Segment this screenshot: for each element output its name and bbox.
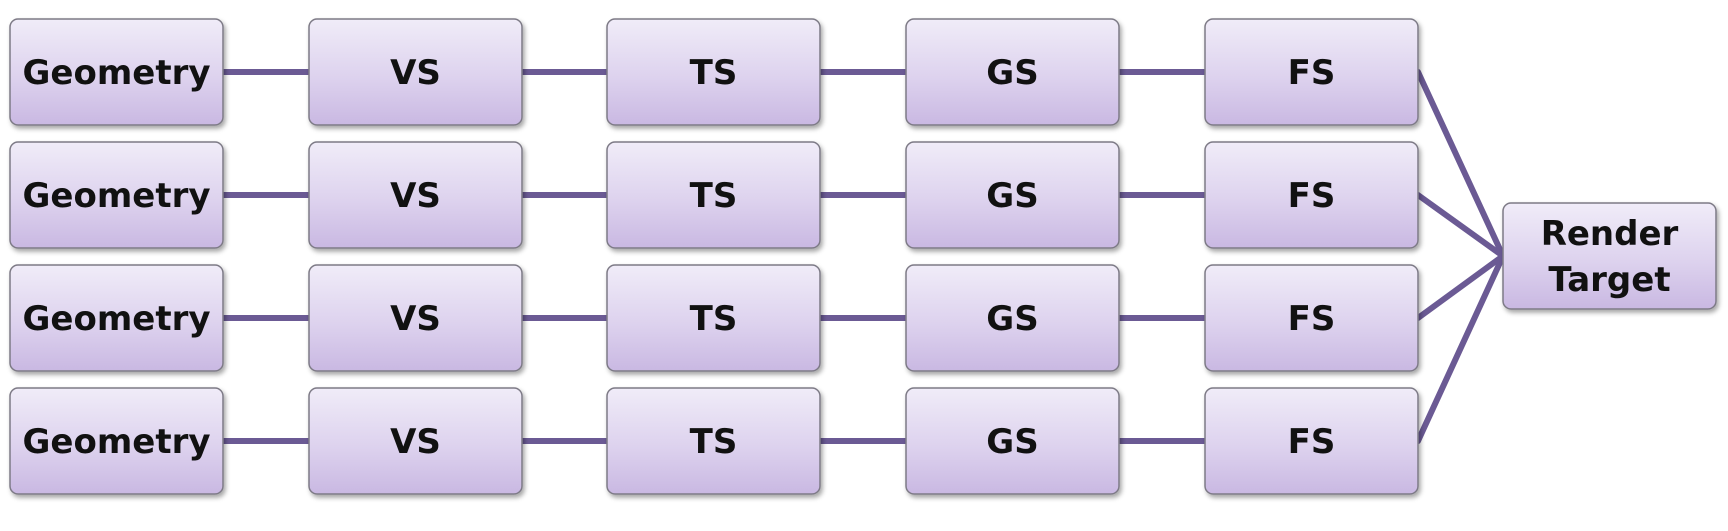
stage-box-row2-col3: TS [606,141,821,249]
stage-box-row4-col3: TS [606,387,821,495]
stage-box-row4-col2: VS [308,387,523,495]
stage-label: GS [986,299,1038,339]
fan-in-connector-row3 [1415,253,1506,321]
stage-box-row2-col5-shape [1204,141,1419,249]
stage-label: GS [986,53,1038,93]
fan-in-connector-row4 [1415,253,1506,444]
stage-box-row1-col4: GS [905,18,1120,126]
stage-box-row4-col5: FS [1204,387,1419,495]
stage-box-row3-col4-shape [905,264,1120,372]
stage-box-row2-col1-shape [9,141,224,249]
stage-box-row3-col1-shape [9,264,224,372]
stage-label: GS [986,422,1038,462]
stage-box-row4-col5-shape [1204,387,1419,495]
stage-box-row1-col4-shape [905,18,1120,126]
stage-box-row3-col1: Geometry [9,264,224,372]
stage-box-row3-col2: VS [308,264,523,372]
stage-box-row3-col3-shape [606,264,821,372]
stage-label: FS [1288,53,1336,93]
stage-box-row4-col3-shape [606,387,821,495]
stage-label: TS [690,299,738,339]
connector-layer [220,69,1506,444]
stage-box-row1-col1-shape [9,18,224,126]
stage-label: VS [390,422,441,462]
stage-label: TS [690,422,738,462]
fan-in-connector-row2 [1415,192,1506,259]
stage-label: Geometry [23,176,211,216]
stage-box-row4-col1-shape [9,387,224,495]
stage-box-row1-col1: Geometry [9,18,224,126]
stage-box-row3-col2-shape [308,264,523,372]
stage-box-row1-col2: VS [308,18,523,126]
stage-box-row1-col2-shape [308,18,523,126]
stage-label: Geometry [23,299,211,339]
stage-box-row4-col4: GS [905,387,1120,495]
stage-box-row4-col2-shape [308,387,523,495]
stage-box-row1-col3: TS [606,18,821,126]
stage-label: VS [390,299,441,339]
stage-label: TS [690,176,738,216]
stage-box-row2-col2: VS [308,141,523,249]
stage-box-row1-col3-shape [606,18,821,126]
stage-label: FS [1288,422,1336,462]
stage-box-row3-col5: FS [1204,264,1419,372]
stage-box-row1-col5: FS [1204,18,1419,126]
stage-box-row2-col3-shape [606,141,821,249]
stage-box-row2-col1: Geometry [9,141,224,249]
render-target-label-line2: Target [1548,260,1670,300]
stage-label: Geometry [23,422,211,462]
stage-box-row4-col4-shape [905,387,1120,495]
stage-box-row2-col4: GS [905,141,1120,249]
stage-box-row3-col5-shape [1204,264,1419,372]
stage-label: GS [986,176,1038,216]
stage-box-row1-col5-shape [1204,18,1419,126]
stage-box-row2-col4-shape [905,141,1120,249]
stage-box-row4-col1: Geometry [9,387,224,495]
stage-box-row3-col3: TS [606,264,821,372]
render-target-label-line1: Render [1541,214,1679,254]
render-target-box-shape [1502,202,1717,310]
stage-box-row3-col4: GS [905,264,1120,372]
stage-box-row2-col2-shape [308,141,523,249]
stage-label: TS [690,53,738,93]
stage-label: VS [390,53,441,93]
stage-label: FS [1288,299,1336,339]
stage-box-row2-col5: FS [1204,141,1419,249]
stage-label: FS [1288,176,1336,216]
stage-label: Geometry [23,53,211,93]
stage-label: VS [390,176,441,216]
fan-in-connector-row1 [1415,69,1506,259]
